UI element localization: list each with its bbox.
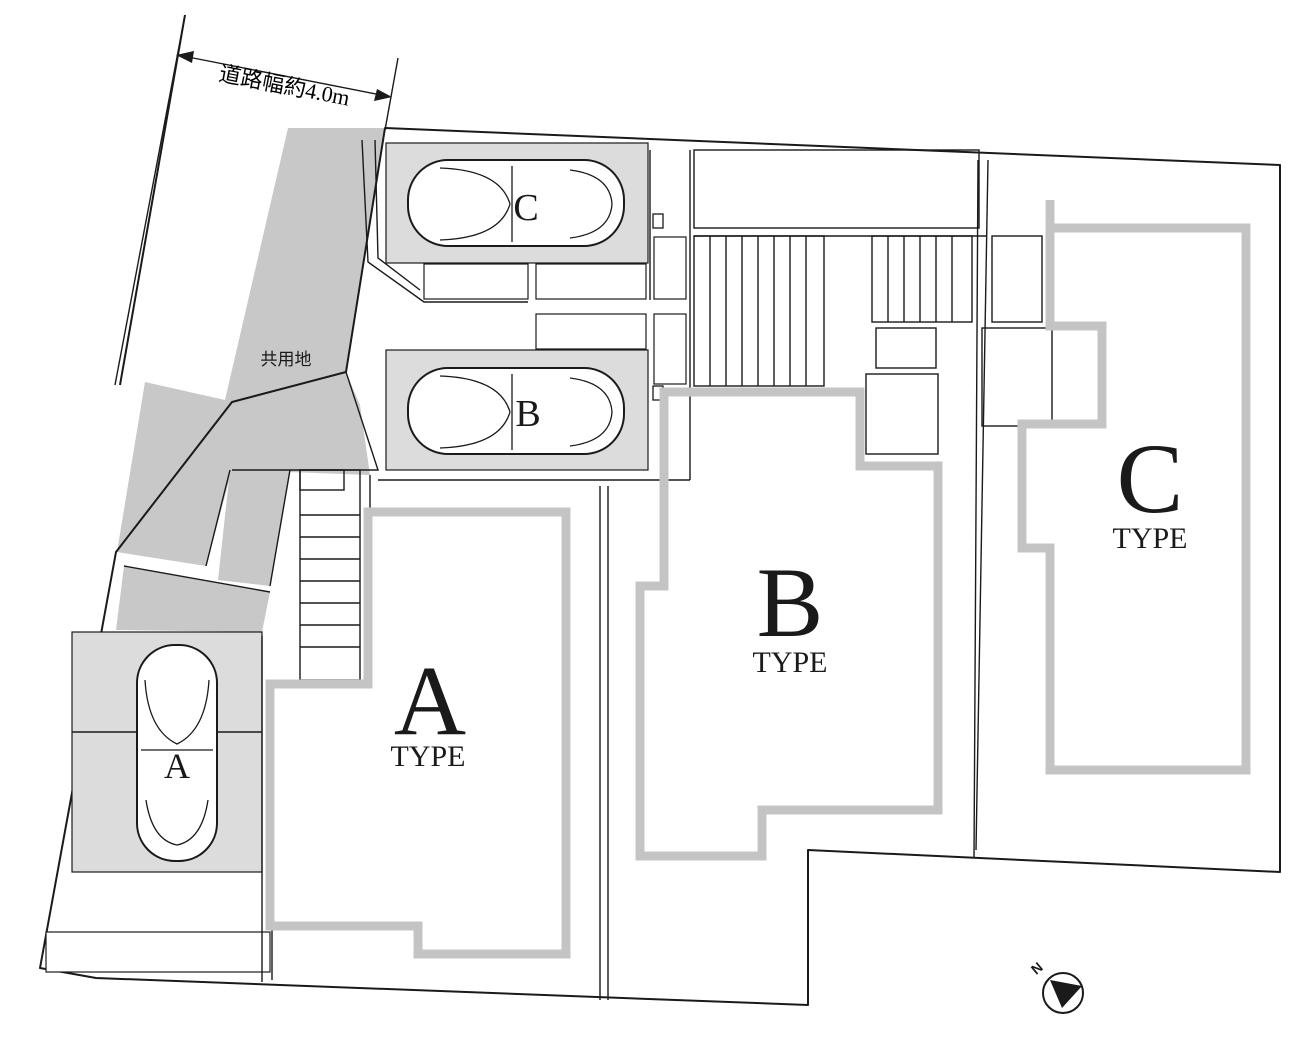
common-path (123, 139, 528, 593)
unit-a-letter: A (394, 645, 466, 756)
building-b: B TYPE (635, 387, 943, 861)
car-b-label: B (515, 393, 540, 435)
car-a: A (136, 644, 218, 862)
building-a: A TYPE (265, 507, 571, 959)
unit-b-letter: B (757, 547, 824, 658)
road-edge-line (119, 14, 186, 386)
car-c-label: C (513, 187, 538, 229)
north-compass-icon: N (1028, 959, 1084, 1014)
car-a-label: A (164, 746, 190, 786)
unit-c-letter: C (1117, 423, 1184, 534)
site-boundary (39, 127, 1281, 1006)
road-area (116, 128, 385, 632)
road-width-label: 道路幅約4.0m (217, 61, 352, 111)
car-b: B (407, 367, 625, 455)
partitions (261, 149, 1053, 1000)
stairs-b (693, 235, 986, 387)
common-area-label: 共用地 (261, 350, 312, 369)
car-c: C (407, 159, 625, 247)
unit-c-type: TYPE (1113, 522, 1188, 555)
compass-north-label: N (1028, 959, 1046, 978)
stairs-a (299, 469, 361, 681)
building-c: C TYPE (1017, 200, 1251, 775)
unit-b-type: TYPE (753, 646, 828, 679)
unit-a-type: TYPE (391, 740, 466, 773)
